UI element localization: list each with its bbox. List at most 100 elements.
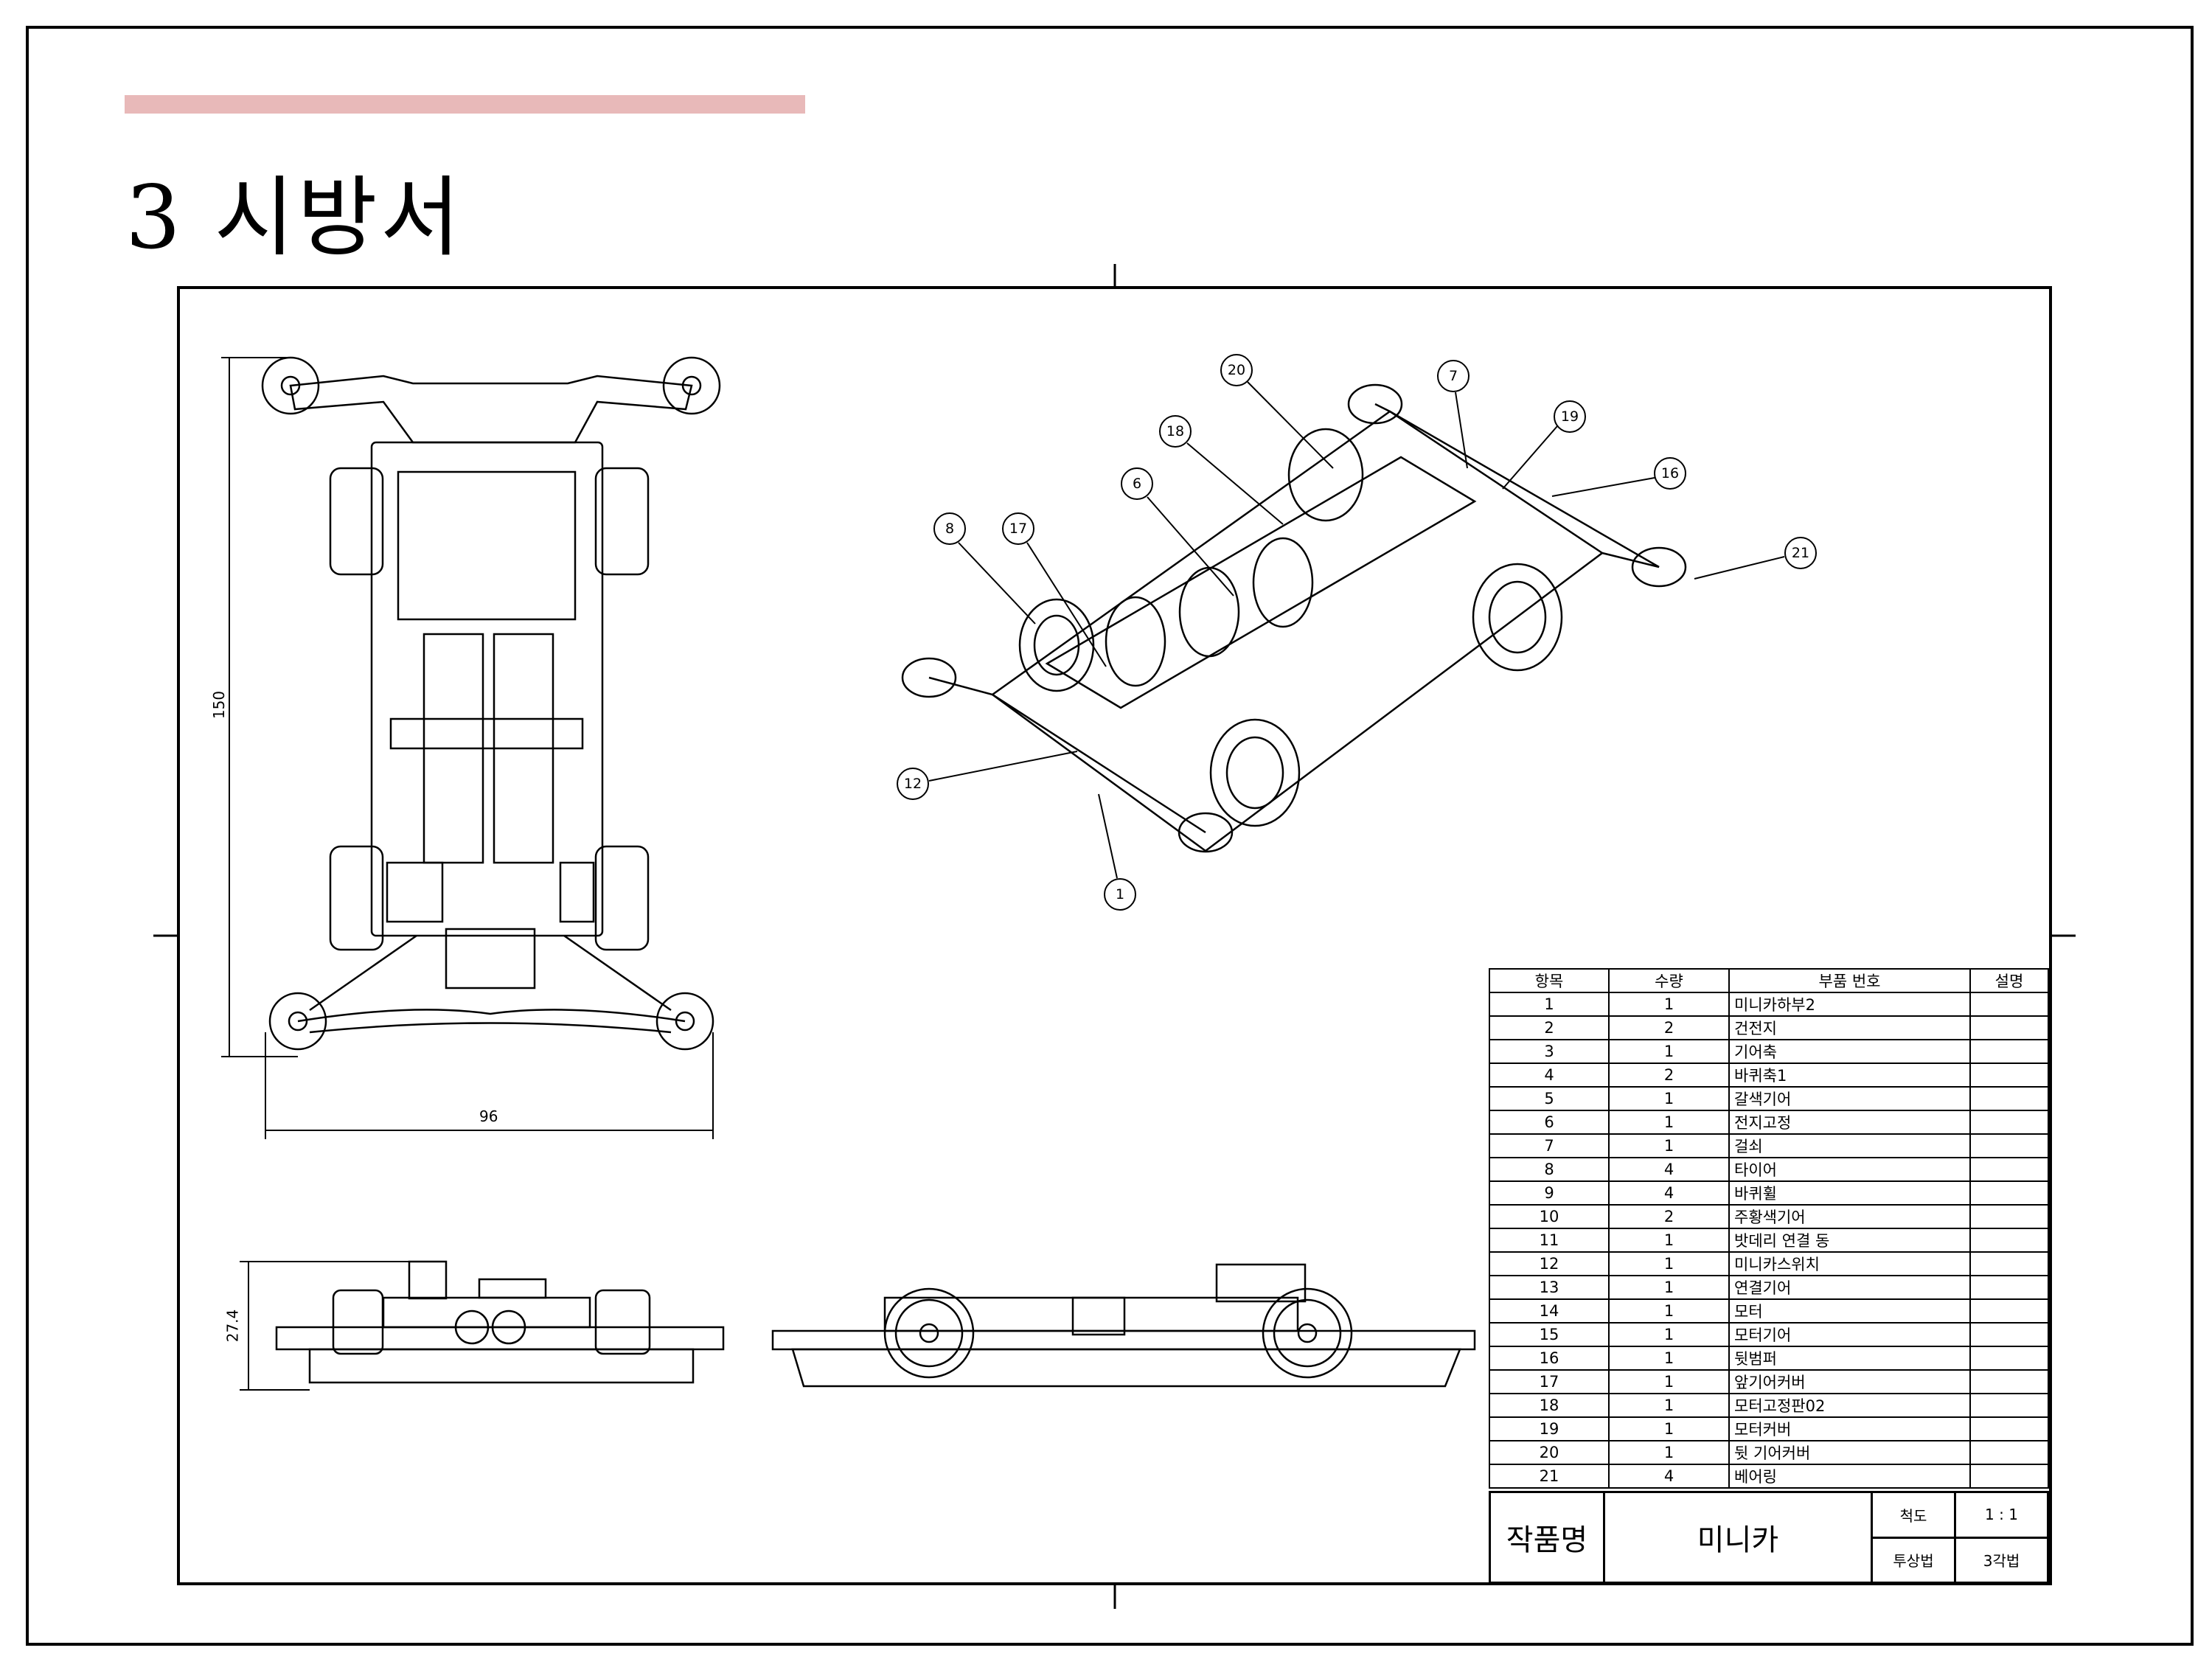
- front-view: [275, 1260, 725, 1384]
- item-number: 2: [1489, 1015, 1610, 1040]
- description: [1969, 1322, 2049, 1347]
- description: [1969, 1393, 2049, 1418]
- part-balloon: 19: [1554, 400, 1586, 433]
- description: [1969, 1180, 2049, 1206]
- item-number: 20: [1489, 1440, 1610, 1465]
- item-number: 5: [1489, 1086, 1610, 1111]
- projection-label: 투상법: [1871, 1536, 1956, 1584]
- item-number: 4: [1489, 1062, 1610, 1088]
- part-name: 갈색기어: [1728, 1086, 1971, 1111]
- item-number: 9: [1489, 1180, 1610, 1206]
- description: [1969, 1298, 2049, 1324]
- description: [1969, 1062, 2049, 1088]
- quantity: 1: [1608, 992, 1730, 1017]
- item-number: 19: [1489, 1416, 1610, 1441]
- item-number: 1: [1489, 992, 1610, 1017]
- description: [1969, 992, 2049, 1017]
- description: [1969, 1251, 2049, 1276]
- item-number: 8: [1489, 1157, 1610, 1182]
- col-part-name: 부품 번호: [1728, 968, 1971, 993]
- dimension-length-label: 150: [210, 690, 229, 720]
- item-number: 14: [1489, 1298, 1610, 1324]
- top-view-wheels: [329, 467, 650, 951]
- scale-value: 1 : 1: [1954, 1491, 2049, 1539]
- part-balloon: 18: [1159, 415, 1192, 448]
- part-balloon: 7: [1437, 360, 1470, 392]
- quantity: 1: [1608, 1346, 1730, 1371]
- description: [1969, 1015, 2049, 1040]
- item-number: 18: [1489, 1393, 1610, 1418]
- part-name: 밧데리 연결 동: [1728, 1228, 1971, 1253]
- part-name: 미니카하부2: [1728, 992, 1971, 1017]
- parts-list-header: 항목 수량 부품 번호 설명: [1489, 968, 2049, 993]
- dimension-width-label: 96: [479, 1107, 498, 1125]
- description: [1969, 1416, 2049, 1441]
- item-number: 12: [1489, 1251, 1610, 1276]
- part-name: 미니카스위치: [1728, 1251, 1971, 1276]
- part-balloon: 6: [1121, 467, 1153, 500]
- item-number: 10: [1489, 1204, 1610, 1229]
- description: [1969, 1346, 2049, 1371]
- part-balloon: 21: [1784, 537, 1817, 569]
- item-number: 3: [1489, 1039, 1610, 1064]
- quantity: 1: [1608, 1416, 1730, 1441]
- description: [1969, 1464, 2049, 1489]
- description: [1969, 1039, 2049, 1064]
- part-name: 전지고정: [1728, 1110, 1971, 1135]
- quantity: 4: [1608, 1464, 1730, 1489]
- part-name: 모터커버: [1728, 1416, 1971, 1441]
- quantity: 1: [1608, 1251, 1730, 1276]
- accent-bar: [125, 95, 805, 114]
- quantity: 2: [1608, 1062, 1730, 1088]
- quantity: 1: [1608, 1275, 1730, 1300]
- item-number: 7: [1489, 1133, 1610, 1158]
- dimension-width: [265, 1032, 714, 1139]
- item-number: 16: [1489, 1346, 1610, 1371]
- page-border: [26, 26, 2194, 1646]
- part-name: 바퀴휠: [1728, 1180, 1971, 1206]
- part-name: 모터: [1728, 1298, 1971, 1324]
- part-name: 모터기어: [1728, 1322, 1971, 1347]
- part-name: 타이어: [1728, 1157, 1971, 1182]
- quantity: 1: [1608, 1039, 1730, 1064]
- part-balloon: 20: [1220, 354, 1253, 386]
- dimension-height-label: 27.4: [223, 1309, 242, 1343]
- quantity: 1: [1608, 1110, 1730, 1135]
- col-description: 설명: [1969, 968, 2049, 993]
- item-number: 17: [1489, 1369, 1610, 1394]
- quantity: 4: [1608, 1180, 1730, 1206]
- quantity: 4: [1608, 1157, 1730, 1182]
- part-name: 뒷 기어커버: [1728, 1440, 1971, 1465]
- quantity: 1: [1608, 1440, 1730, 1465]
- quantity: 1: [1608, 1393, 1730, 1418]
- description: [1969, 1133, 2049, 1158]
- part-name: 베어링: [1728, 1464, 1971, 1489]
- part-name: 앞기어커버: [1728, 1369, 1971, 1394]
- dimension-height: [240, 1261, 413, 1391]
- isometric-view: [901, 383, 1687, 853]
- item-number: 21: [1489, 1464, 1610, 1489]
- item-number: 15: [1489, 1322, 1610, 1347]
- top-view: [261, 356, 721, 1051]
- projection-value: 3각법: [1954, 1536, 2049, 1584]
- quantity: 2: [1608, 1204, 1730, 1229]
- item-number: 11: [1489, 1228, 1610, 1253]
- description: [1969, 1369, 2049, 1394]
- quantity: 2: [1608, 1015, 1730, 1040]
